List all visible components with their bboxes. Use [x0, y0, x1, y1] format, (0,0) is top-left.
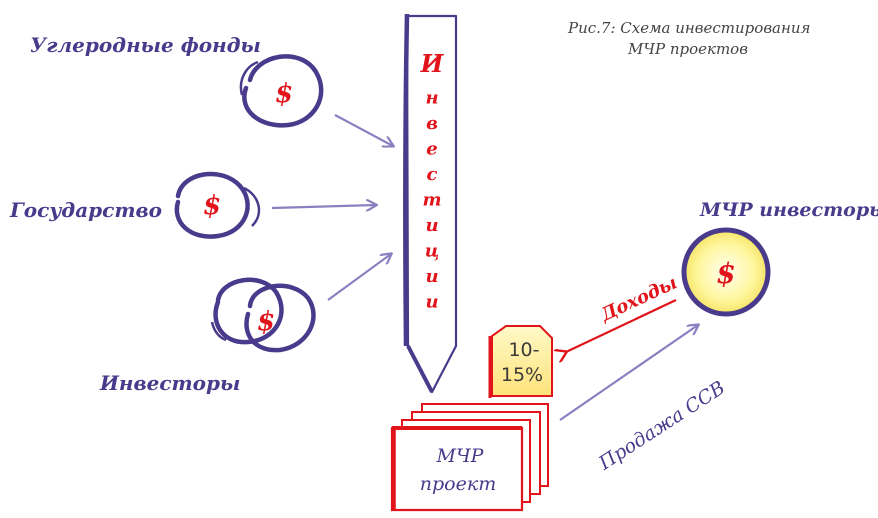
- investments-letter: е: [426, 139, 437, 160]
- arrow-investors-to-investments: [327, 254, 391, 301]
- arrow-income: [566, 299, 677, 352]
- carbon-funds-label: Углеродные фонды: [30, 33, 261, 57]
- returns-line-1: 10-: [508, 339, 539, 361]
- investors-coin: $: [210, 277, 316, 353]
- investments-letter: и: [425, 266, 438, 287]
- arrow-carbon-funds-to-investments: [334, 114, 393, 146]
- mcr-investors-coin: $: [681, 227, 771, 317]
- investments-letter: с: [427, 164, 438, 185]
- investments-letter: т: [422, 190, 441, 211]
- mcr-investors-label: МЧР инвесторы: [699, 199, 878, 221]
- dollar-icon: $: [275, 79, 293, 109]
- investments-letter: и: [425, 292, 438, 313]
- arrow-sale-cer: [559, 325, 698, 421]
- investments-letter: ц: [425, 241, 439, 262]
- investments-letter: в: [426, 113, 438, 134]
- returns-line-2: 15%: [501, 364, 543, 386]
- mcr-project-cards: МЧР проект: [390, 403, 549, 512]
- carbon-funds-coin: $: [239, 54, 324, 128]
- investments-letter: н: [425, 88, 438, 109]
- project-line-2: проект: [420, 473, 496, 495]
- caption-line-2: МЧР проектов: [627, 40, 748, 58]
- returns-tag: 10- 15%: [488, 325, 553, 398]
- dollar-icon: $: [257, 307, 275, 337]
- caption-line-1: Рис.7: Схема инвестирования: [567, 19, 810, 37]
- sale-cer-label: Продажа ССВ: [594, 377, 729, 475]
- project-line-1: МЧР: [436, 445, 485, 467]
- investments-letter: И: [420, 49, 445, 78]
- arrow-state-to-investments: [271, 205, 376, 208]
- state-coin: $: [174, 171, 261, 239]
- state-label: Государство: [9, 198, 162, 222]
- dollar-icon: $: [203, 191, 221, 221]
- investors-label: Инвесторы: [99, 371, 240, 395]
- dollar-icon: $: [716, 257, 735, 290]
- investments-letter: и: [425, 215, 438, 236]
